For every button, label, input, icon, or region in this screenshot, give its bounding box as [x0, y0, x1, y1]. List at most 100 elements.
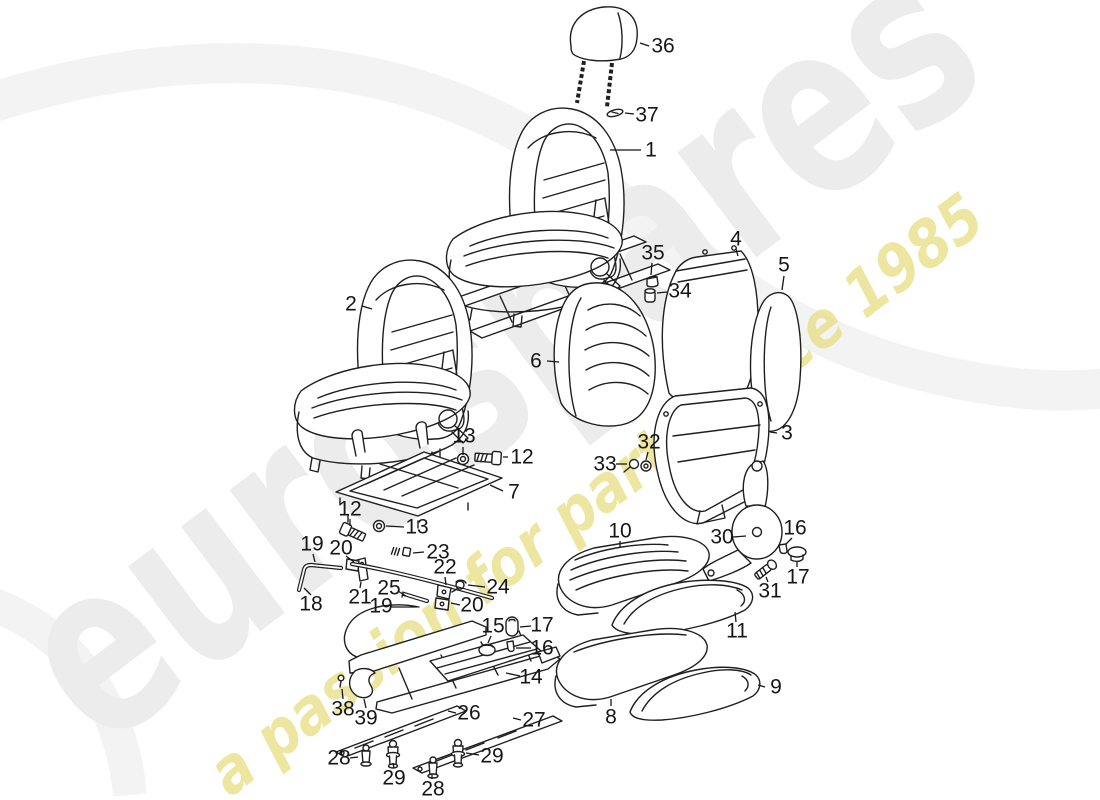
callout-label-17: 17	[786, 566, 809, 589]
callout-leader-28	[349, 756, 359, 759]
callout-leader-7	[489, 484, 504, 492]
callout-label-20: 20	[460, 594, 483, 617]
callout-label-30: 30	[710, 526, 733, 549]
callout-leader-15	[487, 635, 492, 644]
callout-label-19: 19	[300, 533, 323, 556]
callout-leader-25	[397, 590, 407, 597]
callout-label-22: 22	[433, 556, 456, 579]
callout-leader-13	[385, 525, 405, 528]
callout-leader-22	[444, 576, 447, 586]
callout-leader-34	[656, 291, 668, 294]
callout-leader-29	[465, 752, 480, 756]
screw-28a	[360, 744, 372, 767]
backrest-cushion-6	[553, 282, 656, 427]
callout-label-36: 36	[651, 35, 674, 58]
knob-15	[478, 643, 496, 657]
cap-35	[646, 275, 659, 288]
callout-leader-5	[781, 275, 785, 291]
callout-label-19: 19	[369, 595, 392, 618]
callout-label-35: 35	[641, 242, 664, 265]
callout-label-1: 1	[645, 139, 657, 162]
screw-28b	[427, 756, 439, 779]
callout-leader-18	[303, 587, 312, 596]
screw-29b	[450, 738, 466, 768]
callout-leader-35	[650, 262, 653, 276]
knob-17a	[787, 546, 807, 563]
washer-13b	[372, 519, 386, 533]
callout-leader-39	[363, 698, 367, 709]
backrest-frame-3	[653, 387, 770, 525]
callout-leader-36	[639, 42, 650, 47]
callout-leader-3	[769, 431, 778, 434]
callout-leader-26	[447, 710, 457, 714]
callout-label-29: 29	[382, 767, 405, 790]
callout-label-12: 12	[338, 498, 361, 521]
callout-leader-37	[624, 112, 635, 115]
callout-leader-6	[546, 360, 560, 363]
callout-label-23: 23	[426, 541, 449, 564]
callout-label-32: 32	[637, 431, 660, 454]
callout-leader-31	[765, 576, 769, 583]
screw-31	[754, 559, 778, 580]
callout-leader-27	[512, 717, 522, 721]
seat-cushion-10	[556, 535, 710, 616]
callout-label-18: 18	[299, 593, 322, 616]
callout-label-3: 3	[781, 422, 793, 445]
callout-leader-38	[341, 688, 344, 700]
watermark-swoosh	[0, 43, 1100, 411]
plug-34	[644, 288, 656, 303]
clip-33	[623, 458, 640, 473]
callout-leader-19	[312, 553, 316, 563]
callout-label-2: 2	[345, 293, 357, 316]
callout-label-28: 28	[421, 778, 444, 800]
callout-label-8: 8	[605, 706, 617, 729]
screw-12a	[474, 450, 503, 466]
callout-label-7: 7	[508, 481, 520, 504]
callout-label-31: 31	[758, 580, 781, 603]
callout-label-34: 34	[668, 280, 692, 303]
pin-38	[337, 674, 345, 688]
callout-label-4: 4	[730, 228, 742, 251]
callout-label-25: 25	[377, 577, 400, 600]
recliner-mechanism-30	[702, 460, 783, 582]
headrest-retainer-37	[606, 108, 624, 118]
callout-label-26: 26	[457, 702, 480, 725]
linkage-parts	[296, 546, 495, 611]
callout-label-16: 16	[783, 517, 806, 540]
callout-label-11: 11	[726, 620, 748, 643]
callout-label-29: 29	[480, 745, 503, 768]
callout-label-37: 37	[635, 104, 658, 127]
seat-frame-7	[335, 421, 503, 529]
callout-leader-9	[757, 684, 766, 688]
callout-label-13: 13	[405, 516, 428, 539]
callout-label-24: 24	[486, 576, 510, 599]
callout-leader-20	[345, 555, 355, 563]
callout-leader-11	[734, 611, 737, 623]
callout-leader-4	[735, 248, 739, 257]
callout-label-12: 12	[510, 446, 533, 469]
callout-leader-24	[467, 584, 486, 588]
callout-leader-21	[359, 581, 362, 589]
watermark-swoosh-2	[0, 589, 147, 797]
callout-label-38: 38	[331, 698, 354, 721]
rail-27	[412, 715, 563, 774]
washer-32	[640, 460, 652, 472]
backrest-panel-4	[661, 245, 759, 406]
knob-17b	[505, 616, 519, 637]
callout-leader-30	[732, 535, 747, 538]
clip-16a	[778, 543, 788, 555]
callout-leader-16	[785, 537, 793, 545]
bolster-9	[629, 666, 761, 721]
callout-leader-20	[450, 602, 461, 606]
screw-12b	[338, 521, 367, 542]
callout-label-10: 10	[608, 520, 631, 543]
callout-label-33: 33	[593, 453, 616, 476]
callout-label-39: 39	[354, 707, 377, 730]
callout-leader-23	[412, 551, 425, 554]
callout-label-13: 13	[452, 425, 475, 448]
rail-26	[335, 705, 467, 758]
callout-leader-29	[392, 762, 395, 769]
